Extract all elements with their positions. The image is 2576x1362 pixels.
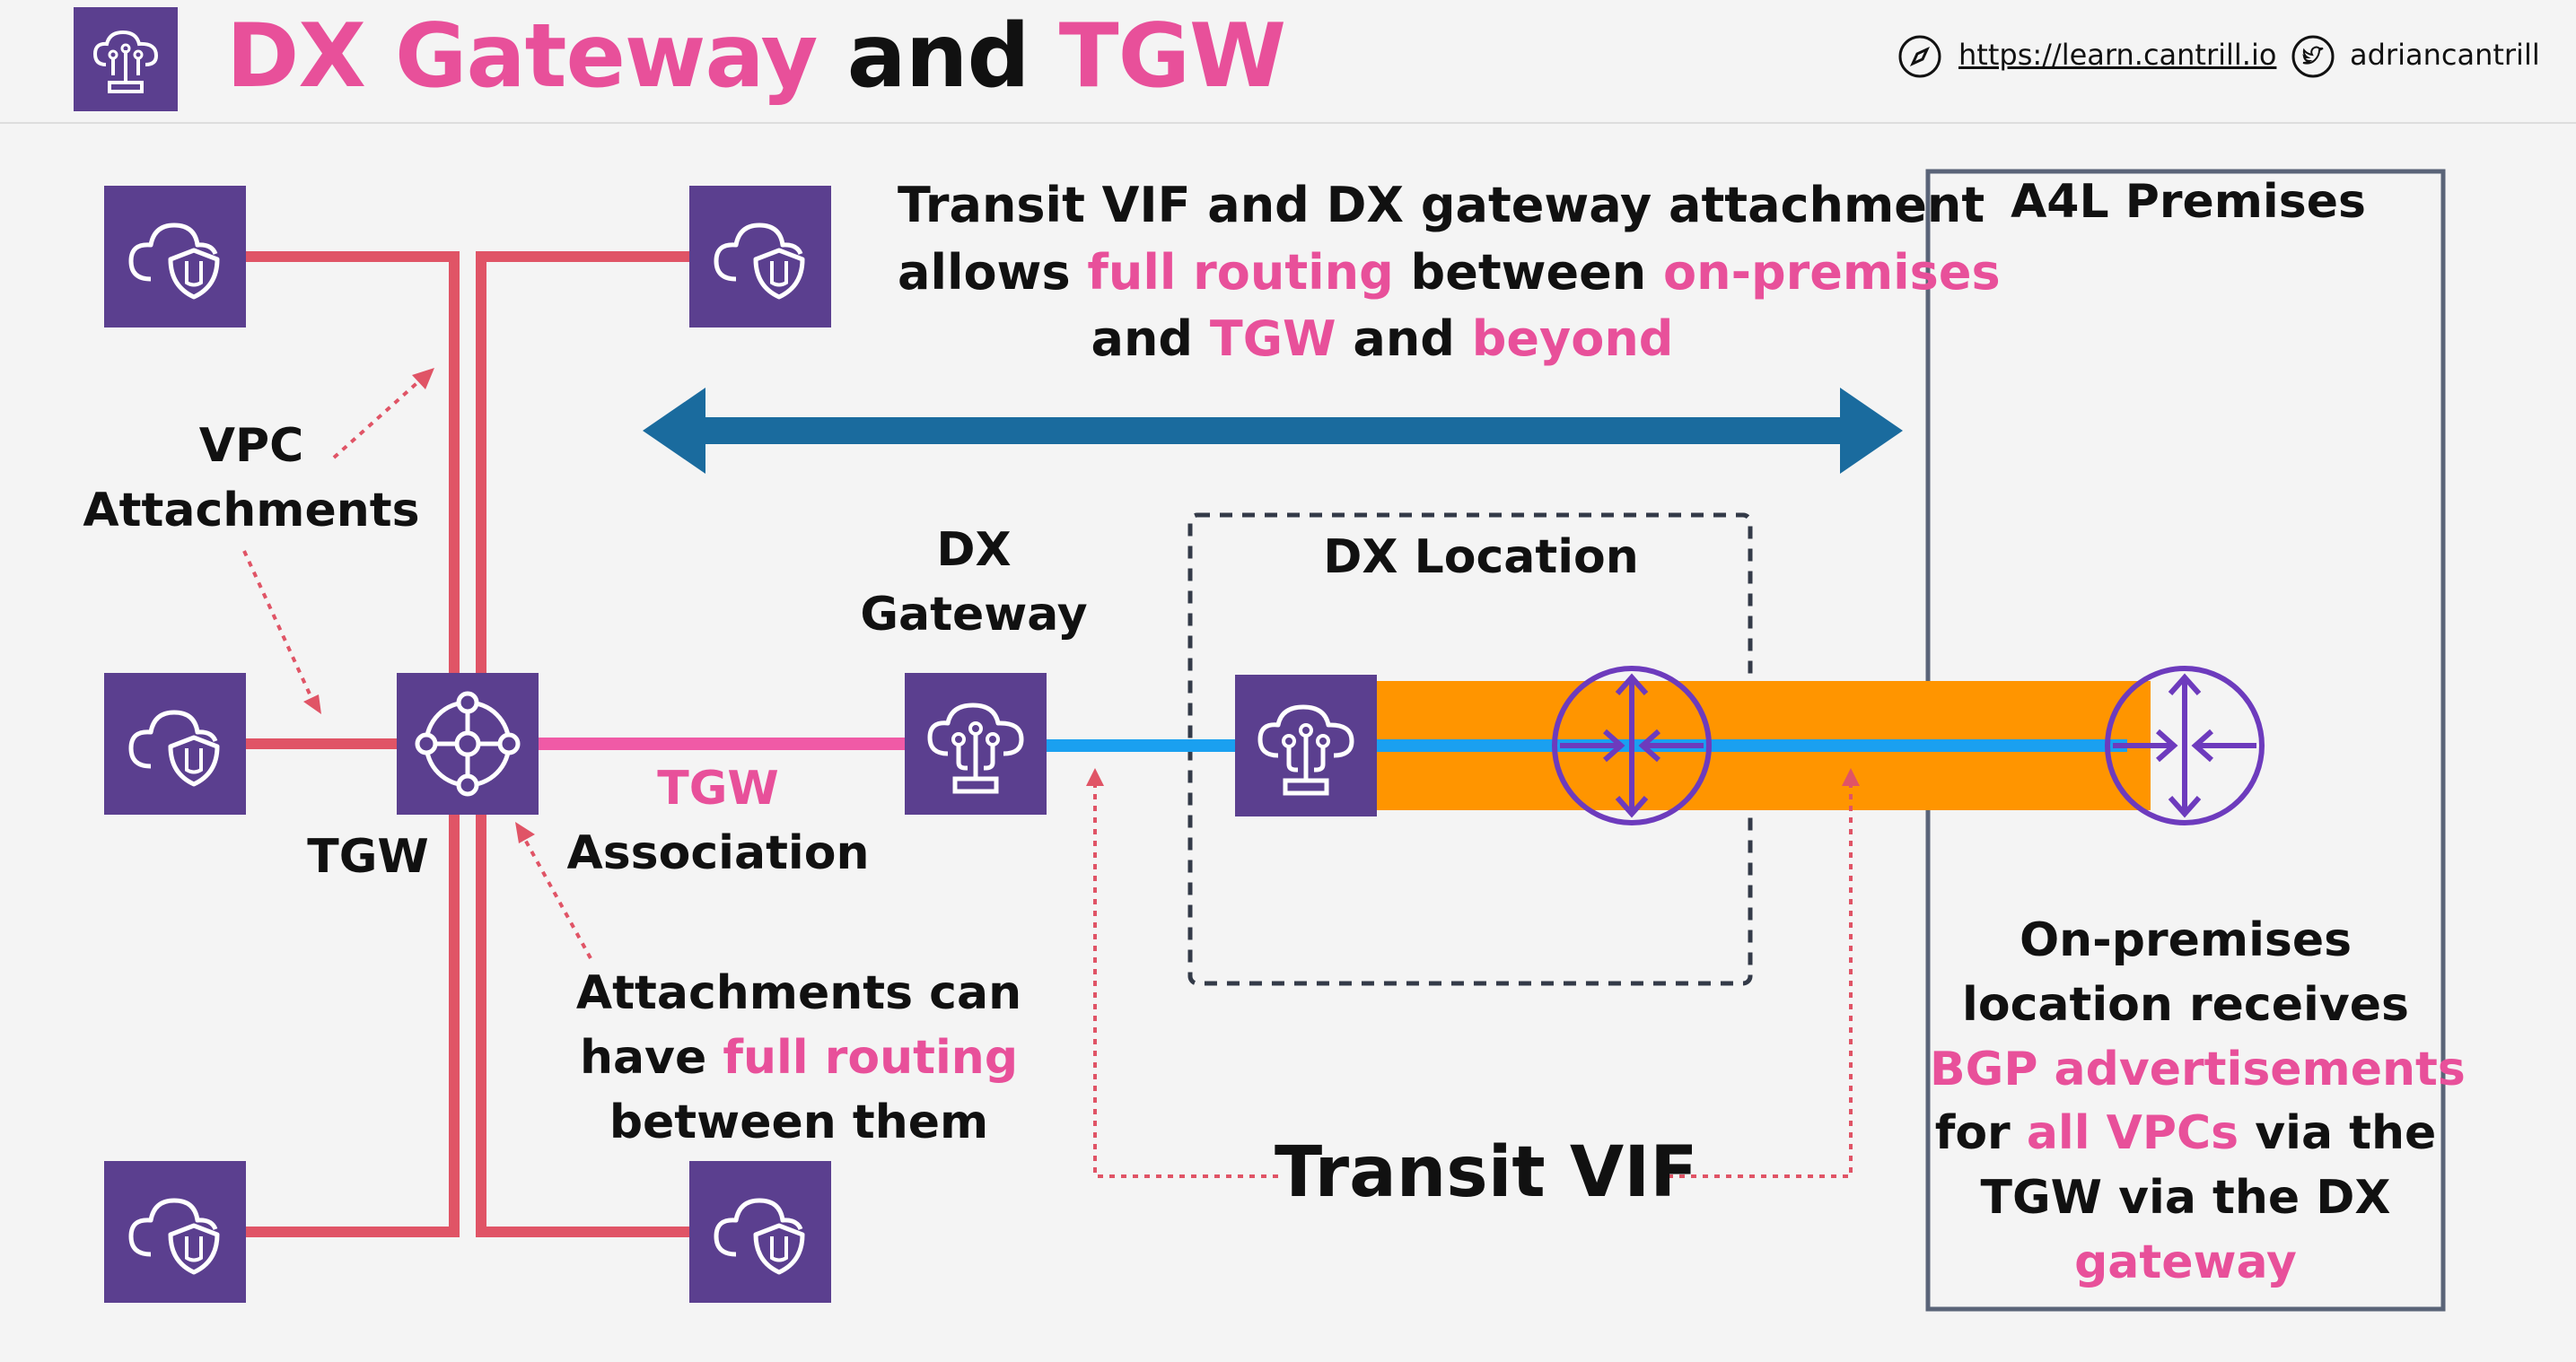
dx-gateway-icon <box>905 673 1047 815</box>
dx-location-gateway-icon <box>1235 675 1377 816</box>
compass-icon <box>1898 35 1941 78</box>
tgw-icon <box>397 673 539 815</box>
vpc-icon-top-left <box>104 186 246 327</box>
transit-vif-pointer-left <box>1093 784 1278 1178</box>
transit-vif-label: Transit VIF <box>1275 1132 1698 1213</box>
twitter-handle[interactable]: adriancantrill <box>2350 38 2540 72</box>
attachments-note: Attachments can have full routing betwee… <box>575 966 1022 1149</box>
dx-location-label: DX Location <box>1323 530 1639 584</box>
vpc-attachments-pointer-down <box>242 550 314 701</box>
onprem-note: On-premises location receives BGP advert… <box>1930 913 2466 1289</box>
dx-gateway-label: DX Gateway <box>860 523 1088 642</box>
page-title: DX Gateway and TGW <box>226 5 1286 108</box>
dx-router-icon <box>1555 668 1709 823</box>
full-routing-arrow <box>643 388 1903 474</box>
vpc-attachments-label: VPC Attachments <box>83 419 420 537</box>
vpc-icon-bottom-left <box>104 1161 246 1303</box>
vpc-icon-top-right <box>689 186 831 327</box>
twitter-icon <box>2291 35 2335 78</box>
tgw-label: TGW <box>307 830 429 884</box>
customer-router-icon <box>2107 668 2262 823</box>
header-bar: DX Gateway and TGW https://learn.cantril… <box>0 0 2576 124</box>
transit-vif-pointer-right <box>1668 784 1853 1178</box>
vpc-icon-middle-left <box>104 673 246 815</box>
dx-gateway-logo-icon <box>74 7 178 111</box>
a4l-premises-label: A4L Premises <box>2011 175 2366 229</box>
vpc-icon-bottom-right <box>689 1161 831 1303</box>
website-link[interactable]: https://learn.cantrill.io <box>1958 38 2277 72</box>
main-caption: Transit VIF and DX gateway attachment al… <box>898 177 2001 368</box>
tgw-association-label: TGW Association <box>566 762 870 880</box>
vpc-attachments-pointer-up <box>332 377 424 459</box>
